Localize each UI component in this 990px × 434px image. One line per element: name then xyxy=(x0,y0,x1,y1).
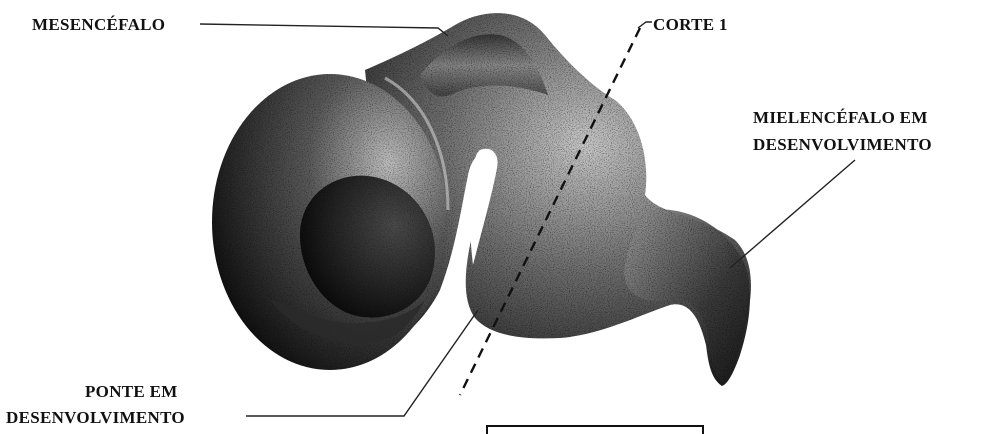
leader-mielencefalo xyxy=(730,160,855,268)
label-corte: CORTE 1 xyxy=(653,15,728,34)
label-mesencefalo: MESENCÉFALO xyxy=(32,15,165,34)
label-mielencefalo-line2: DESENVOLVIMENTO xyxy=(753,135,932,154)
leader-corte xyxy=(638,22,652,28)
scale-bar-box xyxy=(487,426,703,434)
forebrain-vesicle xyxy=(212,74,448,370)
leader-mesencefalo xyxy=(200,24,448,36)
label-ponte-line1: PONTE EM xyxy=(85,382,178,401)
label-mielencefalo-line1: MIELENCÉFALO EM xyxy=(753,108,928,127)
label-ponte-line2: DESENVOLVIMENTO xyxy=(6,408,185,427)
